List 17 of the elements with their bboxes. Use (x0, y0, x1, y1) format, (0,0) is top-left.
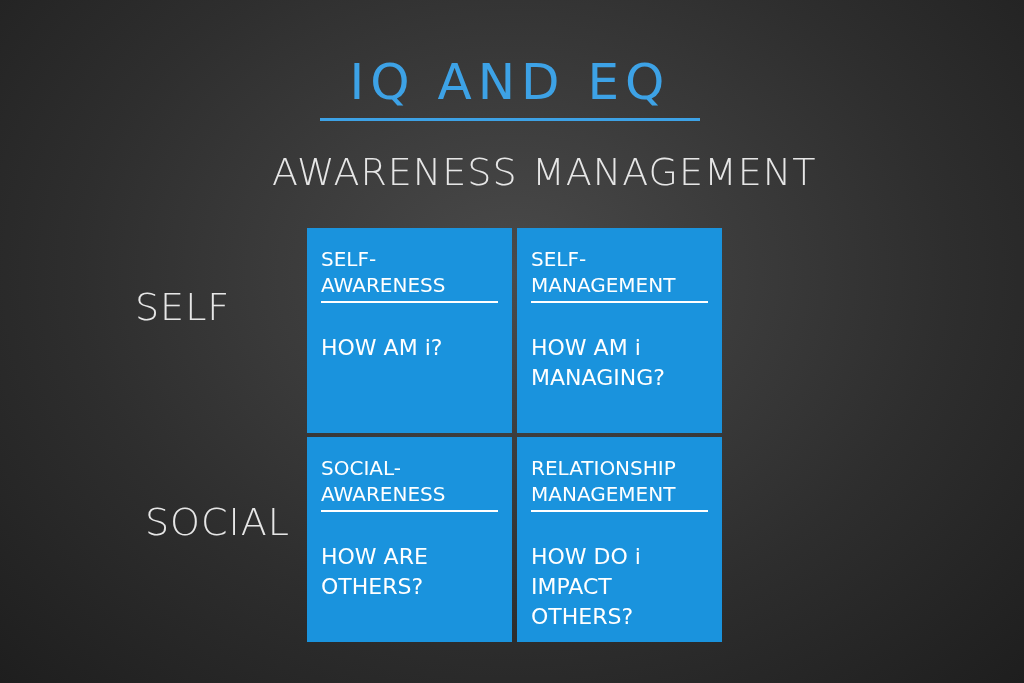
note-heading: RELATIONSHIP MANAGEMENT (531, 455, 708, 512)
note-heading: SOCIAL-AWARENESS (321, 455, 498, 512)
column-heading: MANAGEMENT (532, 150, 817, 194)
question-text: HOW DO i IMPACT OTHERS? (531, 543, 642, 631)
row-heading: SOCIAL (145, 500, 290, 544)
question-text: HOW AM i? (321, 334, 444, 362)
sticky-note (307, 437, 512, 642)
question-text: HOW ARE OTHERS? (321, 543, 429, 601)
sticky-note (307, 228, 512, 433)
question-text: HOW AM i MANAGING? (531, 334, 666, 392)
note-heading: SELF-AWARENESS (321, 246, 498, 303)
sticky-note (517, 228, 722, 433)
title: IQ AND EQ (320, 50, 700, 121)
note-heading: SELF-MANAGEMENT (531, 246, 708, 303)
row-heading: SELF (135, 285, 231, 329)
column-heading: AWARENESS (272, 150, 518, 194)
sticky-note (517, 437, 722, 642)
